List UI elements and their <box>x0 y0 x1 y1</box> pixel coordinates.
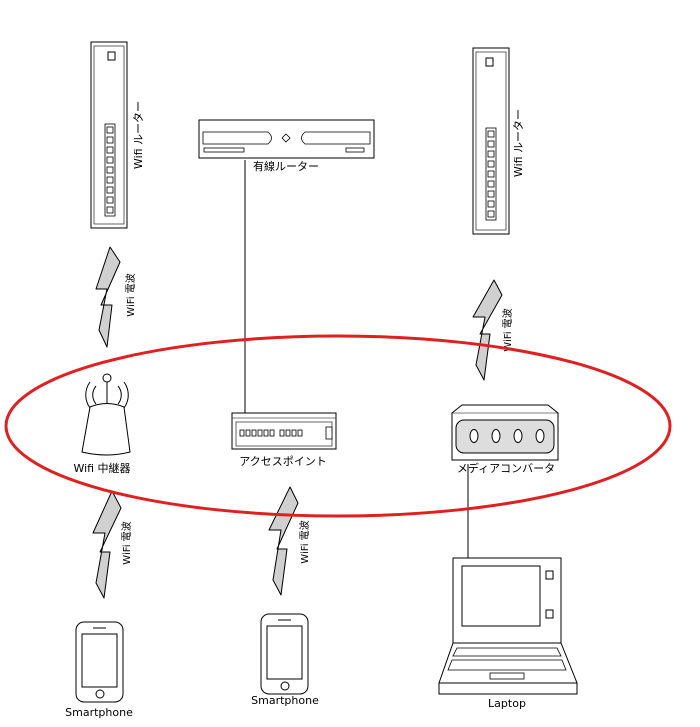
wifi-repeater: Wifi 中継器 <box>73 373 131 475</box>
rack-router-icon <box>198 119 375 159</box>
media-converter: メディアコンバータ <box>451 404 559 475</box>
wireless-link-label: WiFi 電波 <box>124 273 137 316</box>
wired-router-label: 有線ルーター <box>253 159 319 173</box>
smartphone-center: Smartphone <box>251 613 319 707</box>
highlight-ellipse <box>4 334 672 518</box>
smartphone-left: Smartphone <box>65 621 133 719</box>
laptop-label: Laptop <box>488 697 526 710</box>
smartphone-icon <box>75 621 124 703</box>
smartphone-icon <box>260 613 309 695</box>
router-tower-icon <box>472 47 510 235</box>
wifi-router-right-label: Wifi ルーター <box>512 109 525 177</box>
wireless-link-center-bottom: WiFi 電波 <box>268 486 311 596</box>
wifi-repeater-icon <box>81 373 131 456</box>
smartphone-left-label: Smartphone <box>65 706 133 719</box>
wireless-link-label: WiFi 電波 <box>298 520 311 563</box>
wireless-link-right-top: WiFi 電波 <box>472 279 514 381</box>
router-tower-icon <box>90 41 128 229</box>
wifi-repeater-label: Wifi 中継器 <box>73 461 130 475</box>
lightning-bolt-icon <box>472 279 503 381</box>
wifi-router-left-label: Wifi ルーター <box>132 101 145 169</box>
media-converter-icon <box>451 404 559 461</box>
lightning-bolt-icon <box>95 246 121 348</box>
laptop-icon <box>438 557 578 695</box>
access-point: アクセスポイント <box>231 412 337 468</box>
access-point-label: アクセスポイント <box>239 455 326 468</box>
smartphone-center-label: Smartphone <box>251 694 319 707</box>
lightning-bolt-icon <box>92 490 122 599</box>
wireless-link-left-bottom: WiFi 電波 <box>92 490 133 599</box>
wireless-link-label: WiFi 電波 <box>501 308 514 351</box>
wired-router: 有線ルーター <box>198 119 375 173</box>
wifi-router-right: Wifi ルーター <box>472 47 525 235</box>
wifi-router-left: Wifi ルーター <box>90 41 145 229</box>
switch-icon <box>231 412 337 450</box>
wireless-link-label: WiFi 電波 <box>120 521 133 564</box>
lightning-bolt-icon <box>268 486 299 596</box>
wireless-link-left-top: WiFi 電波 <box>95 246 137 348</box>
laptop: Laptop <box>438 557 578 710</box>
media-converter-label: メディアコンバータ <box>457 461 555 475</box>
